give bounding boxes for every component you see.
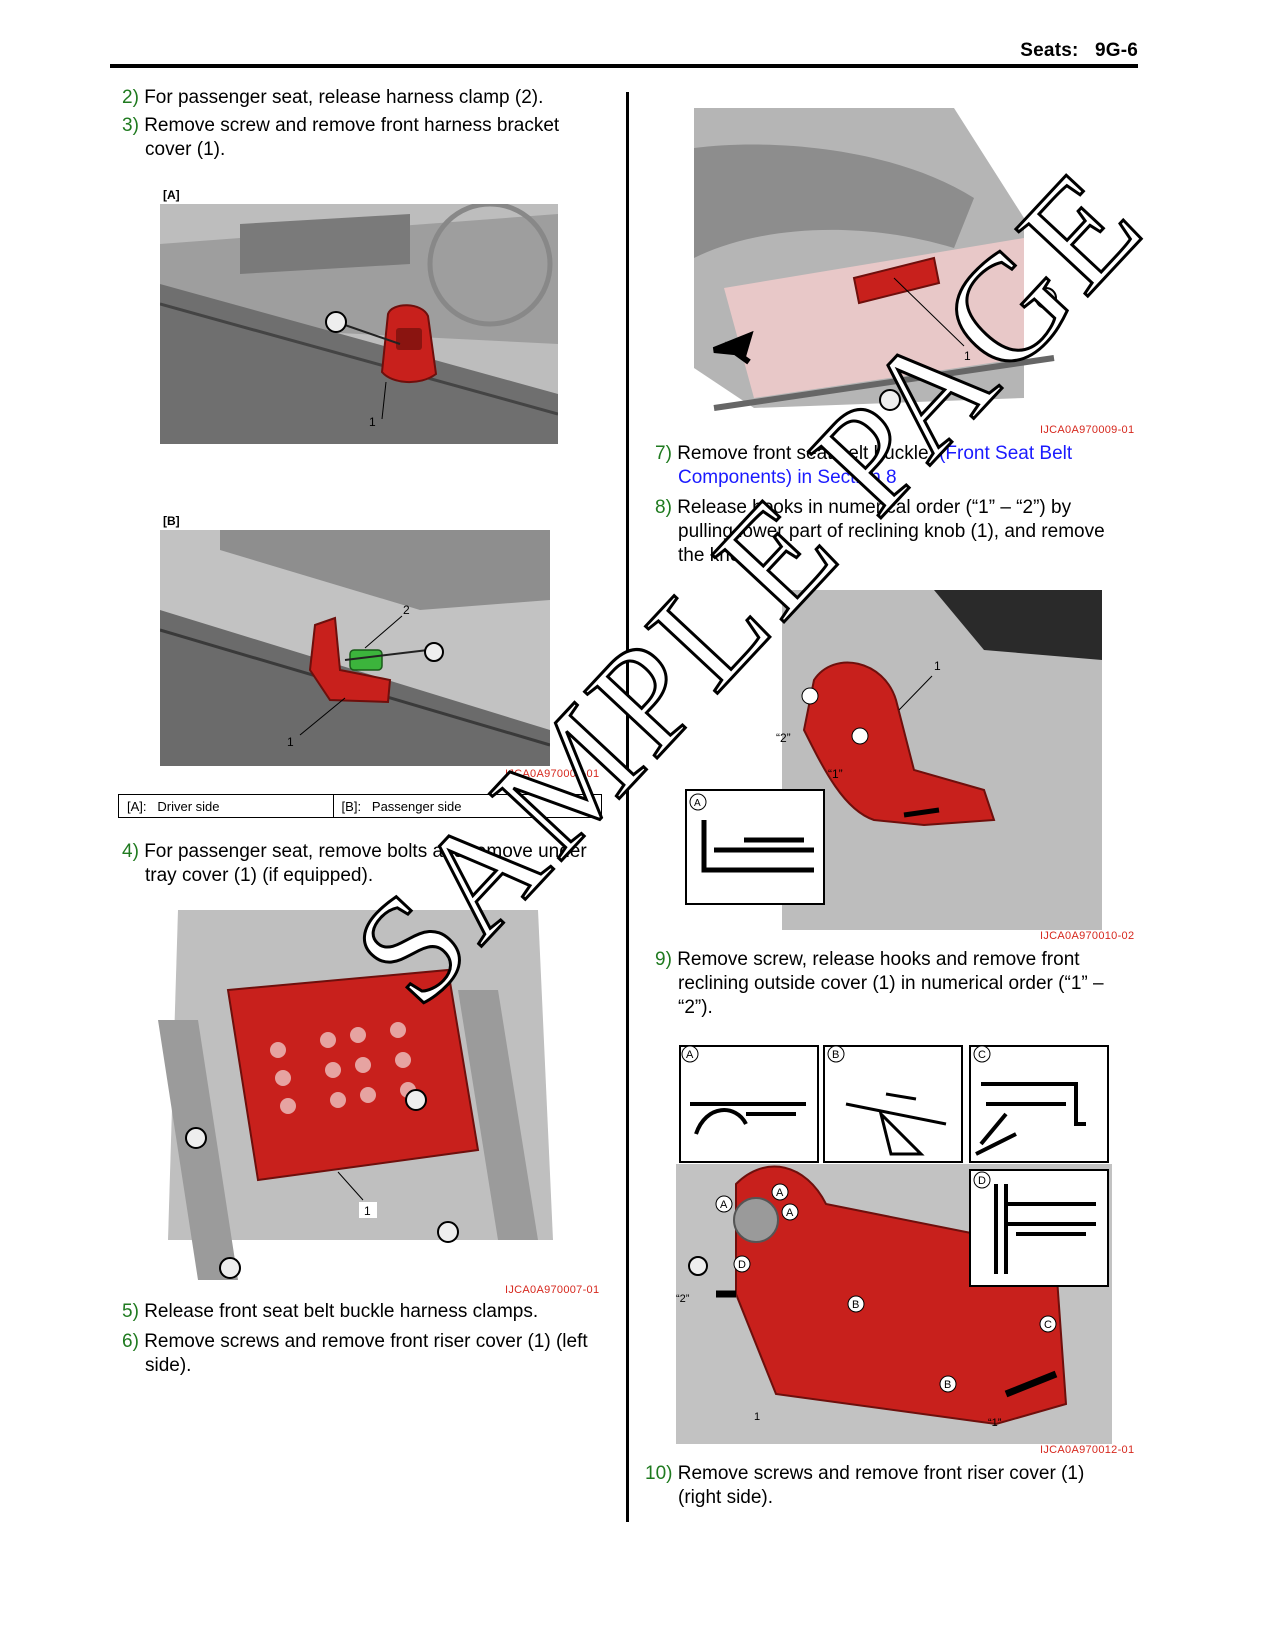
column-divider <box>626 92 629 1522</box>
figure-caption: IJCA0A970010-02 <box>1040 930 1135 942</box>
order-2-label: “2” <box>676 1293 690 1305</box>
order-1-label: “1” <box>828 767 843 781</box>
page-title: Seats: 9G-6 <box>1020 40 1138 61</box>
hook-b-marker: B <box>852 1299 859 1311</box>
hook-a-marker: A <box>776 1187 784 1199</box>
callout-1: 1 <box>369 415 376 429</box>
hook-d-marker: D <box>738 1259 746 1271</box>
callout-2: 2 <box>403 603 410 617</box>
callout-1: 1 <box>964 349 971 363</box>
hook-b-label: B <box>832 1049 839 1061</box>
hook-d-label: D <box>978 1175 986 1187</box>
hook-a-label: A <box>686 1049 694 1061</box>
step-5: 5) Release front seat belt buckle harnes… <box>122 1301 539 1322</box>
step-4: 4) For passenger seat, remove bolts and … <box>122 841 587 886</box>
seat-belt-buckle-figure: 1 <box>694 108 1064 420</box>
section-8-link-cont[interactable]: Components) in Section 8 <box>678 467 897 488</box>
step-6: 6) Remove screws and remove front riser … <box>122 1331 588 1376</box>
hook-c-label: C <box>978 1049 986 1061</box>
step-3: 3) Remove screw and remove front harness… <box>122 115 560 160</box>
hook-c-marker: C <box>1044 1319 1052 1331</box>
header-rule <box>110 64 1138 68</box>
step-7: 7) Remove front seat belt buckle. (Front… <box>655 443 1073 488</box>
hook-a-marker: A <box>786 1207 794 1219</box>
figure-caption: IJCA0A970006-01 <box>505 768 600 780</box>
step-10: 10) Remove screws and remove front riser… <box>645 1463 1085 1508</box>
hook-b-marker: B <box>944 1379 951 1391</box>
reclining-knob-figure: 1 “2” “1” A <box>684 590 1102 930</box>
order-1-label: “1” <box>988 1417 1002 1429</box>
figure-caption: IJCA0A970012-01 <box>1040 1444 1135 1456</box>
hook-a-label: A <box>694 798 701 809</box>
callout-1: 1 <box>364 1204 371 1218</box>
figure-label-b: [B] <box>163 514 180 528</box>
hook-a-marker: A <box>720 1199 728 1211</box>
under-tray-cover-figure: 1 <box>158 910 553 1282</box>
figure-caption: IJCA0A970009-01 <box>1040 424 1135 436</box>
page-header: Seats: 9G-6 <box>110 36 1138 68</box>
step-9: 9) Remove screw, release hooks and remov… <box>655 949 1104 1018</box>
callout-1: 1 <box>287 735 294 749</box>
figure-legend: [A]: Driver side [B]: Passenger side <box>118 794 603 818</box>
figure-caption: IJCA0A970007-01 <box>505 1284 600 1296</box>
callout-1: 1 <box>934 659 941 673</box>
callout-1: 1 <box>754 1411 760 1423</box>
legend-b: [B]: Passenger side <box>332 794 603 818</box>
legend-a: [A]: Driver side <box>118 794 334 818</box>
step-2: 2) For passenger seat, release harness c… <box>122 87 544 108</box>
figure-label-a: [A] <box>163 188 180 202</box>
harness-bracket-passenger-figure: 2 1 <box>160 530 550 766</box>
order-2-label: “2” <box>776 731 791 745</box>
harness-bracket-driver-figure: 1 <box>160 204 558 444</box>
reclining-outside-cover-figure: A B C D A A A D B B C “2” “1” 1 <box>676 1044 1112 1444</box>
step-8: 8) Release hooks in numerical order (“1”… <box>655 497 1105 566</box>
section-8-link[interactable]: (Front Seat Belt <box>939 443 1073 464</box>
